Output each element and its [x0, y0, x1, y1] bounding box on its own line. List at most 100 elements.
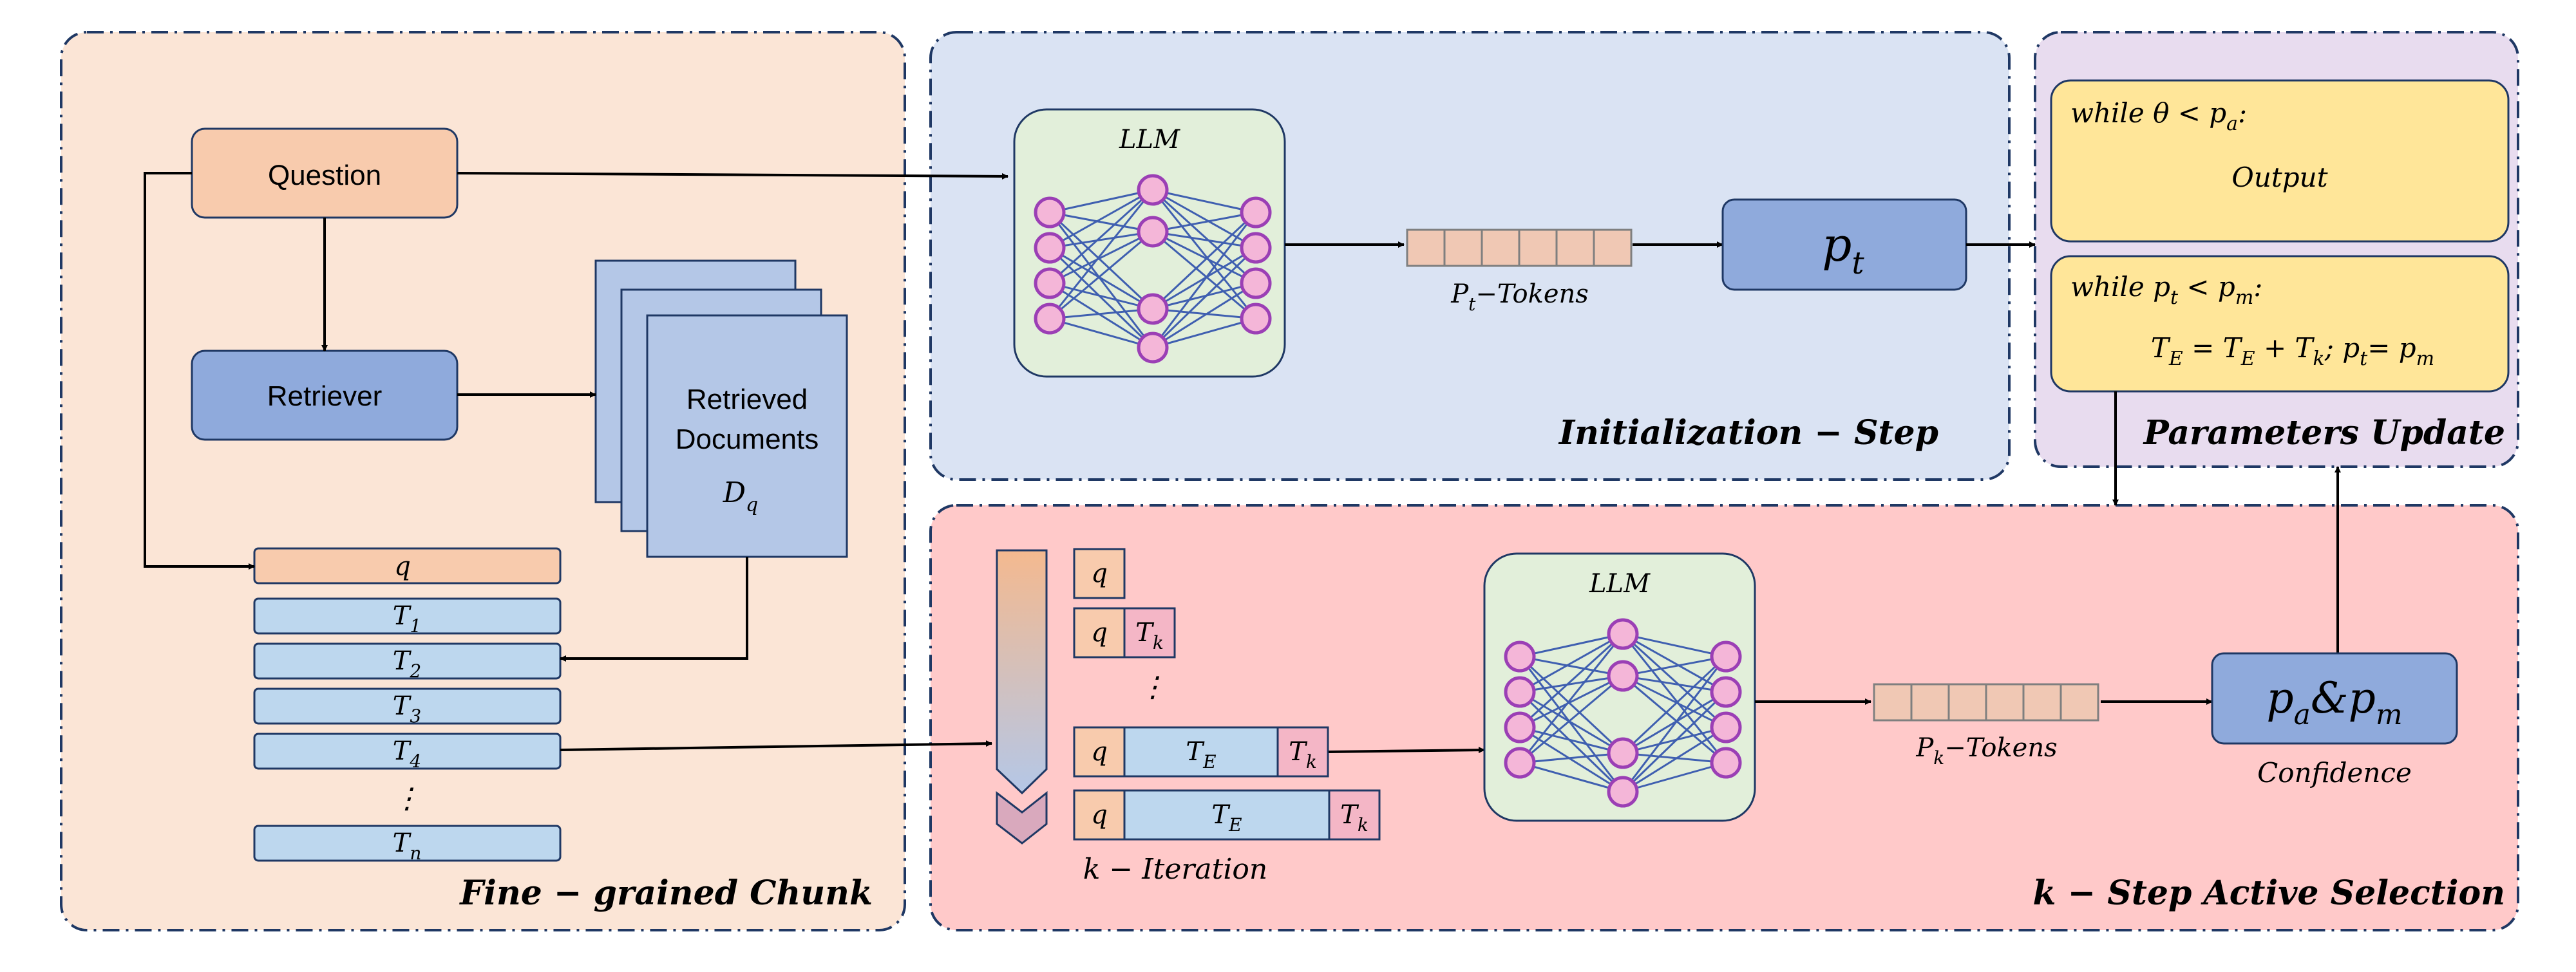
chunk-panel-title: Fine − grained Chunk — [459, 874, 873, 913]
chunk-label: T1 — [393, 601, 422, 637]
network-node — [1240, 303, 1272, 335]
token-cell — [1985, 683, 2025, 722]
network-edge — [1622, 726, 1727, 754]
network-edge — [1048, 189, 1154, 319]
network-node — [1240, 196, 1272, 229]
init-neural-network — [1034, 174, 1272, 364]
network-edge — [1048, 212, 1154, 348]
network-edge — [1151, 189, 1257, 319]
retriever-label: Retriever — [267, 380, 383, 412]
network-edge — [1519, 762, 1624, 793]
seq-q-box-label: q — [1091, 559, 1108, 588]
confidence-box — [2211, 652, 2458, 745]
network-edge — [1152, 189, 1256, 214]
network-node — [1034, 232, 1066, 264]
network-edge — [1152, 230, 1256, 320]
network-edge — [1519, 675, 1624, 729]
network-edge — [1622, 633, 1727, 658]
network-node — [1137, 174, 1169, 206]
chunk-label: T3 — [393, 691, 422, 727]
network-edge — [1152, 189, 1256, 249]
network-edge — [1049, 317, 1153, 349]
seq-q-box-label: q — [1091, 618, 1108, 648]
question-to-llm-arrow — [457, 172, 1009, 180]
network-edge — [1622, 655, 1727, 677]
network-node — [1710, 676, 1742, 708]
seq-q-box — [1073, 548, 1126, 599]
seq-tk-box-label: Tk — [1289, 737, 1317, 772]
network-node — [1137, 216, 1169, 248]
while-theta-line: while θ < pa: — [2070, 97, 2247, 135]
token-cell — [2022, 683, 2062, 722]
network-node — [1504, 640, 1536, 673]
token-cell — [1406, 229, 1446, 267]
network-edge — [1622, 675, 1727, 729]
dq-label: Dq — [723, 476, 759, 516]
network-node — [1607, 660, 1639, 692]
network-node — [1504, 711, 1536, 743]
seq-q-box — [1073, 607, 1126, 659]
iteration-chevron — [996, 790, 1048, 845]
network-edge — [1152, 282, 1256, 310]
token-cell — [1481, 229, 1520, 267]
kstep-llm-label: LLM — [1589, 569, 1651, 599]
confidence-label: Confidence — [2257, 757, 2412, 789]
network-node — [1137, 293, 1169, 325]
chunk-q-label: q — [394, 552, 411, 581]
network-edge — [1049, 230, 1153, 285]
network-node — [1034, 267, 1066, 299]
network-edge — [1622, 675, 1727, 693]
pt-label: pt — [1822, 218, 1864, 281]
pt-tokens-label: Pt−Tokens — [1450, 279, 1589, 315]
kstep-neural-network — [1504, 618, 1742, 808]
network-node — [1504, 676, 1536, 708]
network-edge — [1622, 633, 1727, 693]
init-llm-label: LLM — [1119, 125, 1180, 154]
network-edge — [1049, 247, 1153, 310]
network-edge — [1622, 633, 1727, 763]
seq-q-box — [1073, 789, 1126, 841]
while-pt-line: while pt < pm: — [2070, 271, 2262, 309]
kstep-ellipsis: ⋮ — [1139, 671, 1167, 704]
network-edge — [1049, 211, 1153, 233]
network-edge — [1519, 656, 1624, 792]
network-edge — [1622, 762, 1727, 793]
network-edge — [1519, 655, 1624, 754]
network-node — [1034, 303, 1066, 335]
chunk-label: T4 — [393, 736, 422, 772]
network-edge — [1049, 308, 1153, 320]
token-cell — [1555, 229, 1595, 267]
chunk-box — [253, 597, 562, 635]
network-edge — [1049, 230, 1153, 249]
retrieved-documents-line1: Retrieved — [687, 384, 808, 415]
network-edge — [1519, 633, 1624, 763]
network-edge — [1152, 247, 1256, 310]
seq-te-box — [1123, 726, 1279, 778]
network-edge — [1151, 211, 1257, 310]
network-node — [1607, 737, 1639, 769]
while-theta-box — [2050, 79, 2510, 243]
seq-tk-box-label: Tk — [1340, 800, 1368, 836]
chunk-to-iteration-arrow — [560, 740, 992, 751]
confidence-values-label: pa&pm — [2266, 673, 2402, 731]
network-edge — [1152, 317, 1256, 349]
seq-tk-box — [1123, 607, 1176, 659]
network-edge — [1048, 247, 1154, 349]
token-cell — [1518, 229, 1558, 267]
network-edge — [1622, 656, 1727, 792]
network-edge — [1519, 675, 1624, 693]
seq-te-box — [1123, 789, 1331, 841]
network-edge — [1152, 308, 1256, 320]
network-edge — [1049, 189, 1153, 249]
iteration-progress-arrow — [996, 549, 1048, 795]
retrieved-documents-box — [646, 314, 848, 558]
retrieved-documents-line2: Documents — [676, 424, 819, 455]
seq-q-box-label: q — [1091, 800, 1108, 830]
network-edge — [1152, 230, 1256, 285]
seq-tk-box — [1276, 726, 1329, 778]
seq-te-box-label: TE — [1211, 800, 1242, 836]
network-edge — [1048, 189, 1154, 285]
chunk-ellipsis: ⋮ — [393, 782, 421, 815]
